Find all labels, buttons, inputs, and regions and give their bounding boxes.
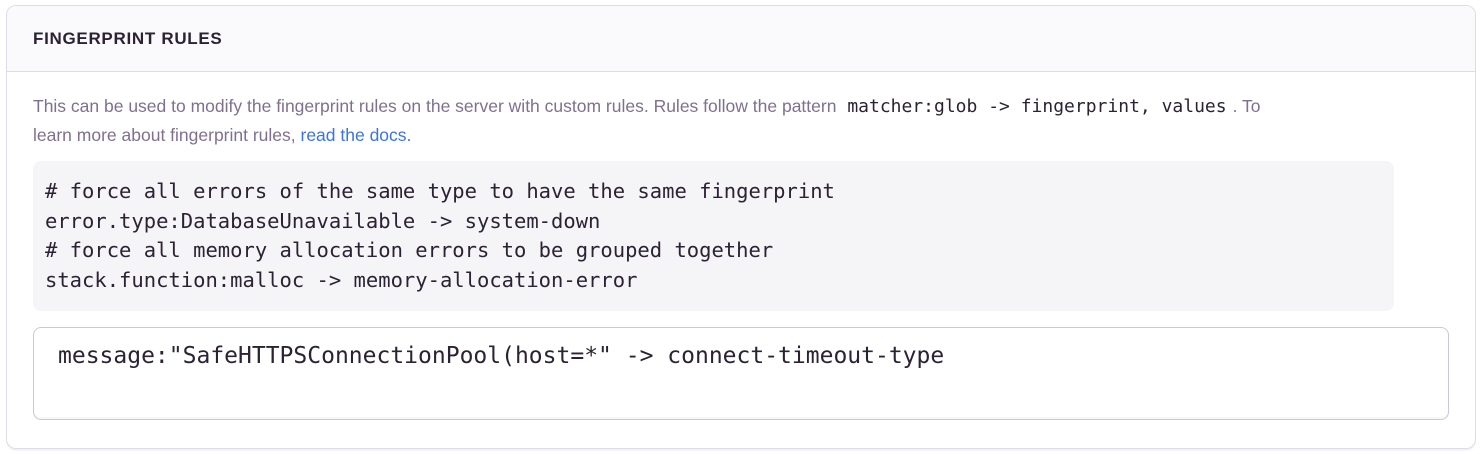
pattern-inline-code: matcher:glob -> fingerprint, values [847, 96, 1227, 117]
fingerprint-rules-textarea[interactable]: message:"SafeHTTPSConnectionPool(host=*"… [33, 327, 1449, 420]
code-example-block: # force all errors of the same type to h… [33, 161, 1394, 311]
docs-link-suffix: . [406, 125, 412, 145]
fingerprint-rules-panel: FINGERPRINT RULES This can be used to mo… [6, 5, 1476, 449]
description-line1-text: This can be used to modify the fingerpri… [33, 96, 842, 116]
read-the-docs-link[interactable]: read the docs [300, 125, 407, 145]
description-text: This can be used to modify the fingerpri… [33, 92, 1449, 149]
description-line1-tail: . To [1232, 96, 1261, 116]
panel-header: FINGERPRINT RULES [7, 6, 1475, 72]
panel-title: FINGERPRINT RULES [33, 28, 223, 48]
panel-body: This can be used to modify the fingerpri… [7, 72, 1475, 448]
description-line2-text: learn more about fingerprint rules, [33, 125, 301, 145]
